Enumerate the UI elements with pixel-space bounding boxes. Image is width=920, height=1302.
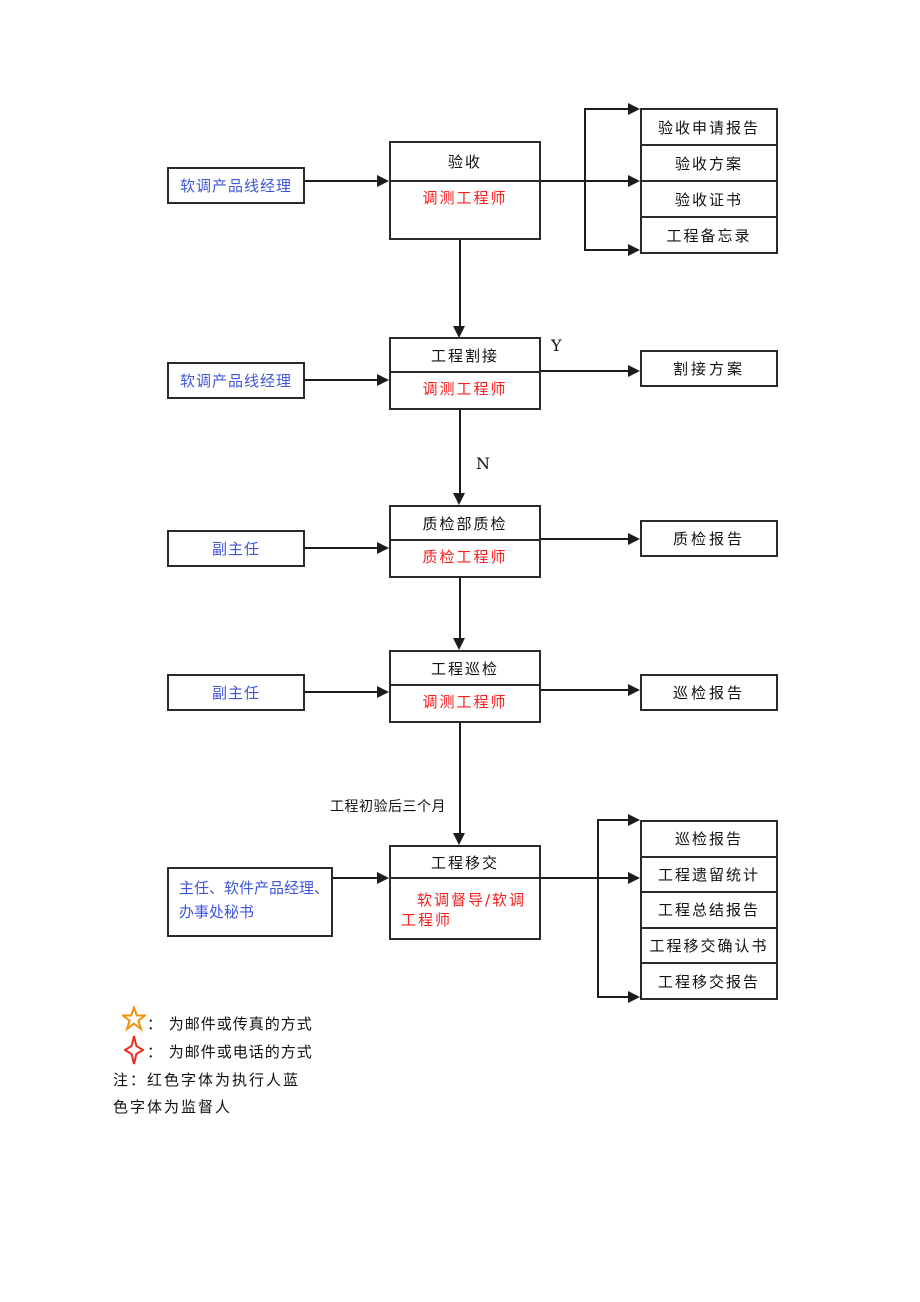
connector-h <box>333 877 377 879</box>
process-box-5: 工程移交 软调督导/软调 工程师 <box>389 845 541 940</box>
connector-h <box>584 249 628 251</box>
executor-label: 调测工程师 <box>422 189 508 207</box>
arrow-down <box>453 326 465 338</box>
arrow-right <box>628 103 640 115</box>
output-box-cutover-plan: 割接方案 <box>640 350 778 387</box>
output-doc: 工程移交确认书 <box>642 926 776 963</box>
output-doc: 工程备忘录 <box>642 216 776 252</box>
output-doc: 验收申请报告 <box>657 118 760 137</box>
arrow-right <box>628 814 640 826</box>
legend-item-text: ： 为邮件或电话的方式 <box>147 1043 313 1061</box>
connector-h <box>597 819 628 821</box>
connector-h <box>541 538 628 540</box>
process-title: 质检部质检 <box>391 507 539 541</box>
transfer-wait-label: 工程初验后三个月 <box>330 799 446 815</box>
output-doc: 工程移交报告 <box>642 962 776 998</box>
arrow-right <box>628 365 640 377</box>
connector-h <box>597 996 628 998</box>
process-title: 工程割接 <box>391 339 539 373</box>
bracket-v <box>584 109 586 251</box>
output-doc: 巡检报告 <box>674 830 743 849</box>
connector-h <box>305 180 377 182</box>
executor-line: 软调督导/软调 <box>417 891 527 909</box>
executor-label: 调测工程师 <box>422 693 508 711</box>
connector-h <box>541 689 628 691</box>
branch-yes-label: Y <box>551 336 562 355</box>
legend-item-text: ： 为邮件或传真的方式 <box>147 1015 313 1033</box>
output-doc: 工程遗留统计 <box>642 855 776 892</box>
output-box-qc-report: 质检报告 <box>640 520 778 557</box>
connector-h <box>305 547 377 549</box>
supervisor-line: 办事处秘书 <box>179 903 255 921</box>
executor-line: 工程师 <box>401 911 453 929</box>
connector-h <box>541 877 628 879</box>
supervisor-box-4: 副主任 <box>167 674 305 711</box>
doc-stack-5: 巡检报告 工程遗留统计 工程总结报告 工程移交确认书 工程移交报告 <box>640 820 778 1000</box>
connector-h <box>305 691 377 693</box>
arrow-right <box>628 684 640 696</box>
process-title: 验收 <box>391 143 539 182</box>
arrow-right <box>628 244 640 256</box>
output-doc: 工程总结报告 <box>642 891 776 927</box>
arrow-right <box>628 872 640 884</box>
executor-label: 质检工程师 <box>422 548 508 566</box>
connector-v <box>459 240 461 326</box>
executor-label: 调测工程师 <box>422 380 508 398</box>
arrow-right <box>628 533 640 545</box>
output-doc: 验收证书 <box>642 180 776 216</box>
connector-h <box>584 108 628 110</box>
arrow-down <box>453 638 465 650</box>
arrow-right <box>377 686 389 698</box>
output-doc: 验收方案 <box>642 144 776 180</box>
connector-v <box>459 578 461 638</box>
arrow-right <box>377 374 389 386</box>
connector-h <box>541 370 628 372</box>
arrow-right <box>628 175 640 187</box>
process-title: 工程巡检 <box>391 652 539 686</box>
arrow-right <box>377 872 389 884</box>
supervisor-box-1: 软调产品线经理 <box>167 167 305 204</box>
doc-stack-1: 验收申请报告 验收方案 验收证书 工程备忘录 <box>640 108 778 254</box>
four-pointed-star-icon <box>124 1035 144 1065</box>
connector-v <box>459 410 461 493</box>
process-title: 工程移交 <box>391 847 539 879</box>
legend-note-line1: 注：红色字体为执行人蓝 <box>113 1071 301 1089</box>
process-box-4: 工程巡检 调测工程师 <box>389 650 541 723</box>
supervisor-box-2: 软调产品线经理 <box>167 362 305 399</box>
connector-h <box>305 379 377 381</box>
executor-label: 软调督导/软调 工程师 <box>391 879 539 938</box>
five-pointed-star-icon <box>122 1006 146 1032</box>
bracket-v <box>597 820 599 998</box>
process-box-3: 质检部质检 质检工程师 <box>389 505 541 578</box>
arrow-down <box>453 833 465 845</box>
process-box-1: 验收 调测工程师 <box>389 141 541 240</box>
legend-note-line2: 色字体为监督人 <box>113 1098 233 1116</box>
supervisor-box-5: 主任、软件产品经理、 办事处秘书 <box>167 867 333 937</box>
process-box-2: 工程割接 调测工程师 <box>389 337 541 410</box>
arrow-right <box>377 175 389 187</box>
supervisor-line: 主任、软件产品经理、 <box>179 879 330 897</box>
branch-no-label: N <box>476 454 490 473</box>
connector-v <box>459 723 461 833</box>
arrow-down <box>453 493 465 505</box>
output-box-inspection-report: 巡检报告 <box>640 674 778 711</box>
supervisor-box-3: 副主任 <box>167 530 305 567</box>
arrow-right <box>628 991 640 1003</box>
arrow-right <box>377 542 389 554</box>
